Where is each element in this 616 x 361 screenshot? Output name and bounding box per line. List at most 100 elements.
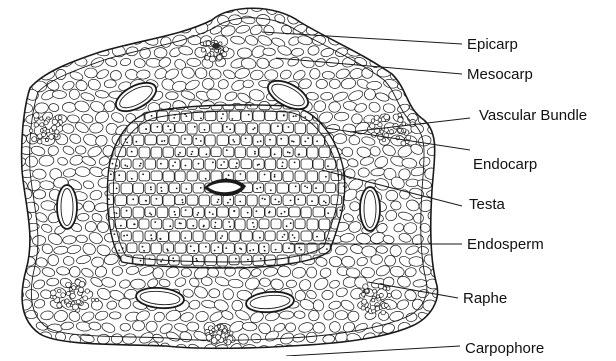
mesocarp-cell (404, 2, 418, 14)
bundle-cell (370, 305, 375, 310)
cell-granule (156, 198, 158, 200)
cell-granule (167, 250, 169, 252)
mesocarp-cell (20, 343, 34, 356)
endosperm-cell (133, 183, 144, 193)
mesocarp-cell (250, 267, 262, 278)
endosperm-cell (313, 207, 324, 217)
mesocarp-cell (348, 135, 360, 146)
mesocarp-cell (250, 1, 264, 12)
mesocarp-cell (120, 57, 132, 66)
cell-granule (184, 138, 186, 140)
cell-granule (259, 237, 261, 239)
endosperm-cell (271, 171, 282, 181)
cell-granule (257, 141, 259, 143)
bundle-cell (387, 294, 391, 298)
endosperm-cell (223, 195, 234, 206)
cell-granule (245, 138, 247, 140)
mesocarp-cell (308, 310, 320, 322)
mesocarp-cell (322, 290, 334, 300)
bundle-cell (40, 123, 44, 127)
mesocarp-cell (48, 36, 63, 45)
endosperm-cell (211, 147, 221, 157)
endosperm-cell (169, 231, 180, 242)
endosperm-cell (253, 111, 264, 121)
endosperm-cell (229, 255, 239, 265)
bundle-cell (379, 293, 383, 297)
endosperm-cell (229, 231, 240, 241)
endosperm-cell (127, 171, 137, 182)
endosperm-cell (169, 159, 180, 170)
mesocarp-cell (52, 90, 66, 99)
endosperm-cell (235, 147, 245, 158)
mesocarp-cell (364, 48, 377, 56)
endosperm-cell (241, 159, 252, 169)
mesocarp-cell (376, 245, 388, 253)
endosperm-cell (241, 255, 252, 265)
mesocarp-cell (413, 58, 425, 69)
mesocarp-cell (103, 14, 117, 26)
mesocarp-cell (291, 266, 306, 279)
mesocarp-cell (349, 243, 363, 255)
endosperm-cell (205, 135, 215, 146)
cell-granule (339, 209, 341, 211)
endosperm-cell (283, 195, 295, 206)
endosperm-cell (145, 207, 155, 217)
endosperm-cell (289, 231, 299, 242)
mesocarp-cell (322, 71, 335, 79)
endosperm-cell (259, 195, 270, 206)
cell-granule (150, 189, 152, 191)
mesocarp-cell (263, 48, 276, 56)
mesocarp-cell (433, 309, 447, 323)
mesocarp-cell (235, 24, 250, 34)
cell-granule (311, 200, 313, 202)
endosperm-cell (253, 183, 264, 193)
mesocarp-cell (87, 77, 102, 91)
cell-granule (123, 235, 125, 237)
mesocarp-cell (361, 267, 375, 278)
endosperm-cell (151, 171, 162, 181)
cell-granule (160, 261, 162, 263)
cell-granule (203, 225, 205, 227)
endosperm-cell (199, 219, 209, 229)
bundle-cell (361, 306, 365, 310)
mesocarp-cell (111, 333, 123, 344)
mesocarp-cell (237, 48, 252, 59)
mesocarp-cell (362, 3, 376, 13)
mesocarp-cell (307, 45, 320, 57)
endosperm-cell (277, 111, 287, 121)
mesocarp-cell (332, 90, 349, 103)
mesocarp-cell (77, 12, 91, 26)
cell-granule (143, 250, 145, 252)
endosperm-cell (271, 147, 282, 158)
mesocarp-cell (358, 168, 369, 177)
endosperm-cell (199, 195, 210, 206)
mesocarp-cell (101, 277, 116, 289)
mesocarp-cell (66, 244, 81, 255)
bundle-cell (49, 134, 54, 139)
mesocarp-cell (125, 24, 141, 36)
endosperm-cell (175, 195, 186, 205)
mesocarp-cell (13, 48, 27, 58)
mesocarp-cell (68, 133, 82, 146)
cell-granule (226, 149, 228, 151)
cell-granule (154, 221, 156, 223)
endosperm-cell (145, 135, 156, 145)
endosperm-cell (247, 219, 257, 229)
cell-granule (215, 222, 217, 224)
mesocarp-cell (47, 145, 60, 157)
mesocarp-cell (404, 46, 418, 60)
mesocarp-cell (373, 154, 390, 169)
cell-granule (249, 250, 251, 252)
mesocarp-cell (176, 13, 187, 23)
mesocarp-cell (228, 279, 244, 289)
cell-granule (254, 153, 256, 155)
bundle-cell (223, 47, 228, 52)
mesocarp-cell (346, 332, 361, 343)
endosperm-cell (217, 159, 228, 169)
mesocarp-cell (134, 58, 146, 68)
mesocarp-cell (382, 14, 396, 25)
mesocarp-cell (138, 265, 155, 277)
mesocarp-cell (62, 35, 72, 46)
endosperm-cell (241, 231, 252, 241)
mesocarp-cell (165, 266, 180, 279)
